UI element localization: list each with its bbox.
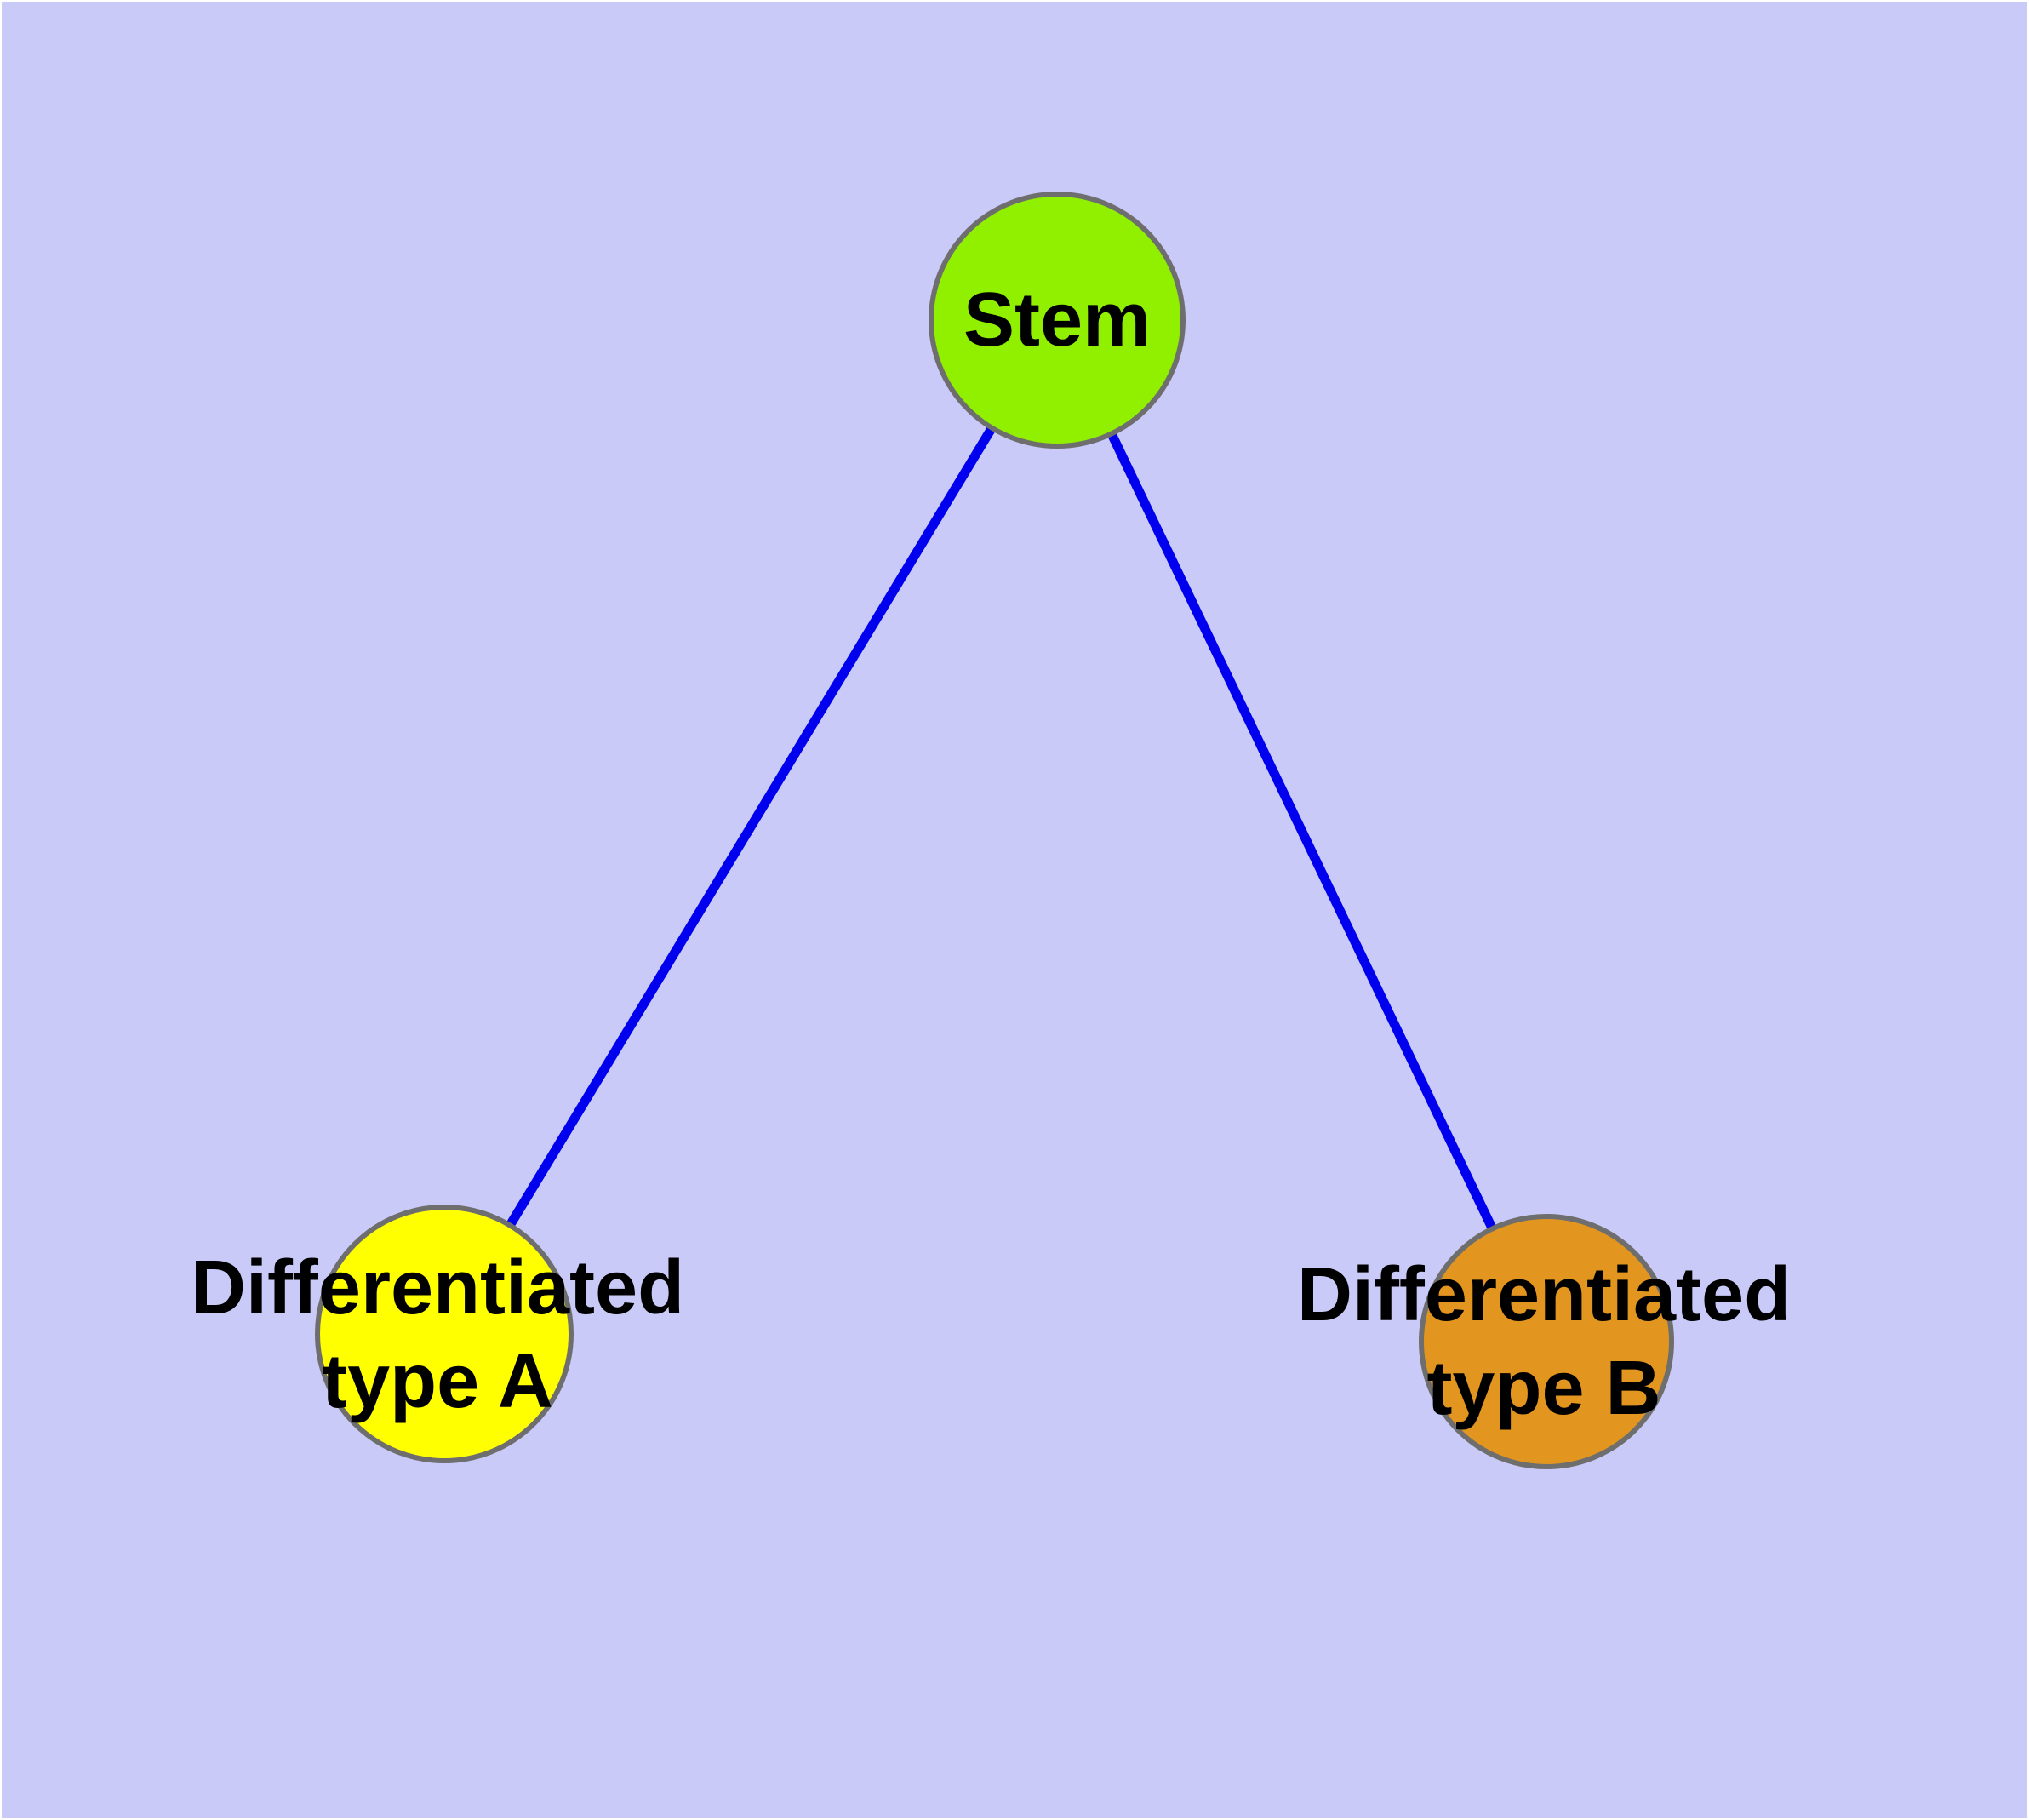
node-type-a-label-line-2: type A (322, 1339, 553, 1424)
node-stem-label-text: Stem (963, 278, 1152, 363)
node-stem-label: Stem (963, 273, 1151, 367)
node-type-b-label-line-1: Differentiated (1296, 1252, 1792, 1337)
edge-stem-to-type-b (1053, 318, 1551, 1344)
node-differentiated-type-a (315, 1205, 574, 1463)
node-type-b-label-line-2: type B (1426, 1346, 1661, 1431)
node-stem (929, 192, 1186, 449)
node-differentiated-type-b (1419, 1214, 1674, 1469)
node-type-a-label: Differentiated type A (191, 1241, 684, 1428)
node-type-a-label-line-1: Differentiated (190, 1245, 685, 1331)
node-type-b-label: Differentiated type B (1297, 1248, 1791, 1435)
edge-stem-to-type-a (440, 318, 1061, 1336)
